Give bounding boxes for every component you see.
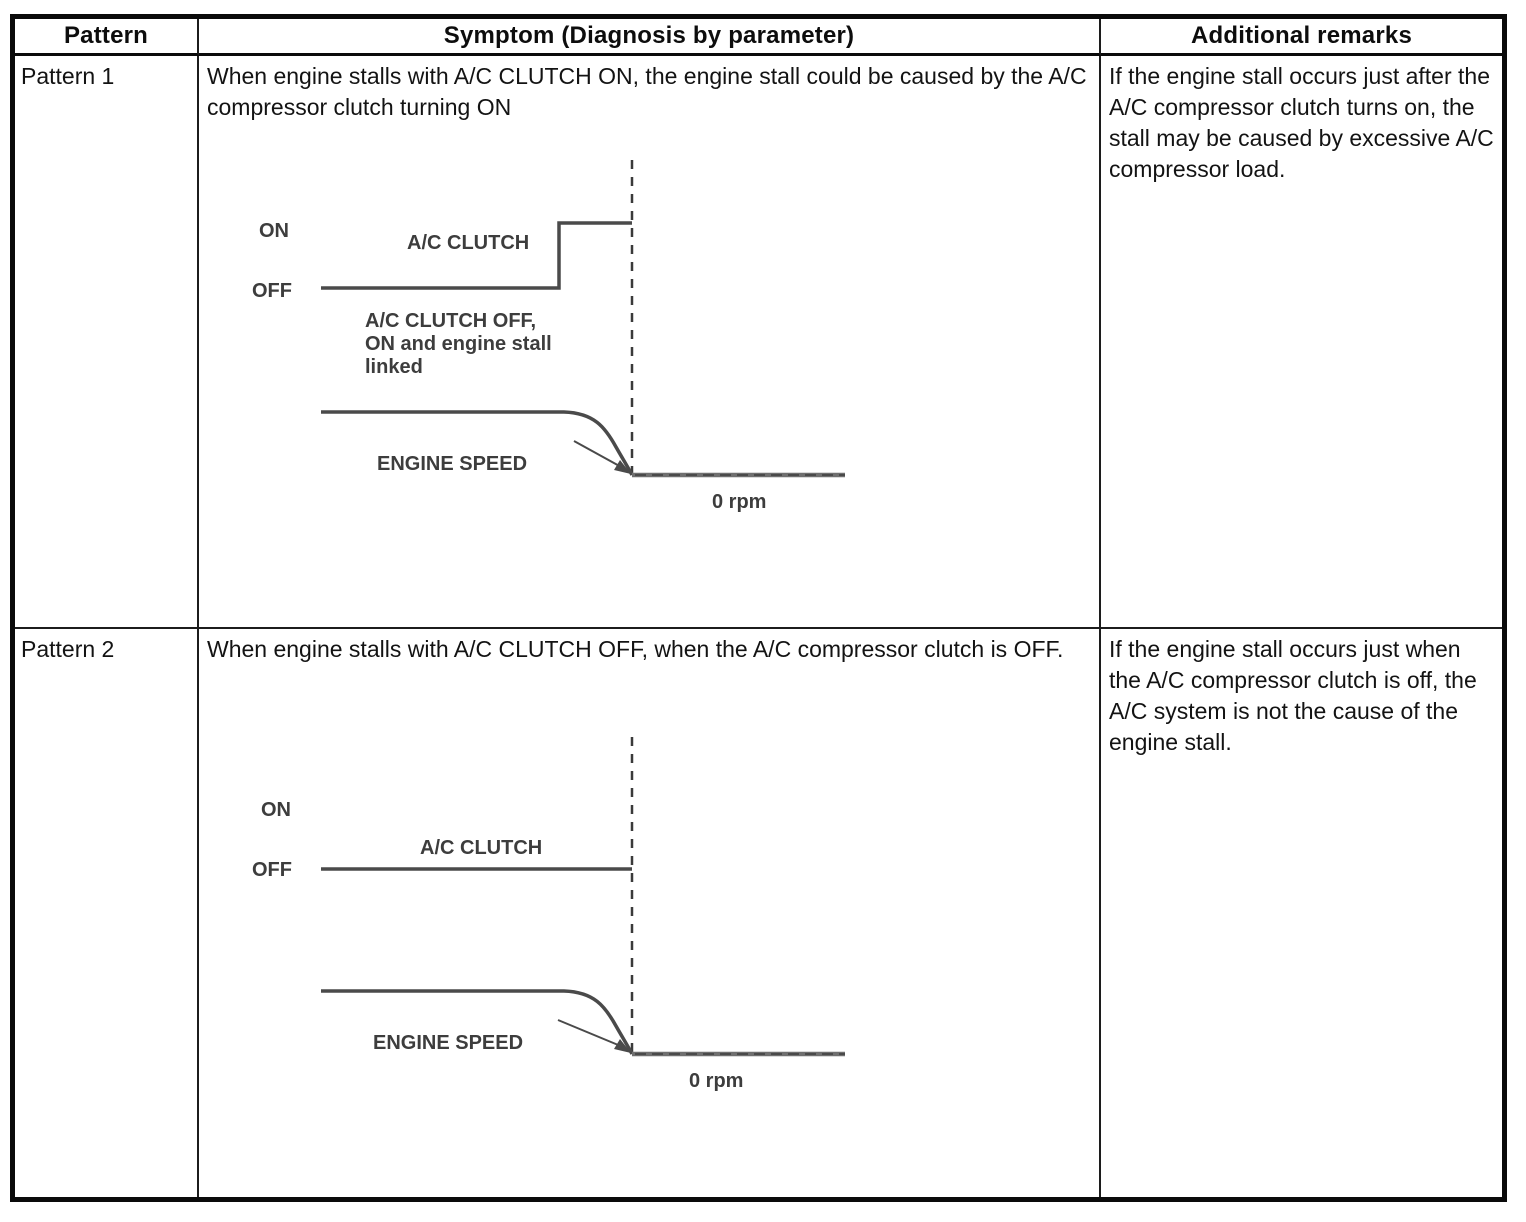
zero-rpm-label: 0 rpm: [689, 1070, 743, 1092]
table-row-2-pattern: Pattern 2: [15, 629, 199, 1197]
off-label: OFF: [252, 280, 292, 302]
clutch-note-line3: linked: [365, 356, 423, 378]
on-label: ON: [259, 220, 289, 242]
header-pattern: Pattern: [15, 19, 199, 56]
table-row-1-remarks: If the engine stall occurs just after th…: [1101, 56, 1502, 629]
table-row-1-pattern: Pattern 1: [15, 56, 199, 629]
table-row-2-symptom: When engine stalls with A/C CLUTCH OFF, …: [199, 629, 1101, 1197]
pattern-2-label: Pattern 2: [21, 636, 115, 662]
engine-speed-trace: [321, 410, 634, 476]
engine-speed-trace: [321, 989, 634, 1055]
header-remarks-label: Additional remarks: [1191, 22, 1412, 49]
diagnosis-table: Pattern Symptom (Diagnosis by parameter)…: [10, 14, 1507, 1202]
stall-arrow-head: [614, 1039, 631, 1053]
symptom-2-text: When engine stalls with A/C CLUTCH OFF, …: [207, 636, 1064, 662]
header-remarks: Additional remarks: [1101, 19, 1502, 56]
ac-clutch-label: A/C CLUTCH: [407, 232, 529, 254]
stall-arrow-shaft: [557, 1019, 624, 1048]
clutch-note-line2: ON and engine stall: [365, 333, 552, 355]
remarks-1-text: If the engine stall occurs just after th…: [1109, 63, 1494, 182]
engine-speed-label: ENGINE SPEED: [373, 1032, 523, 1054]
stall-arrow-shaft: [573, 440, 624, 469]
zero-rpm-label: 0 rpm: [712, 491, 766, 513]
stall-arrow-head: [614, 460, 631, 474]
header-symptom-label: Symptom (Diagnosis by parameter): [443, 22, 855, 49]
header-symptom: Symptom (Diagnosis by parameter): [199, 19, 1101, 56]
pattern-1-label: Pattern 1: [21, 63, 115, 89]
table-row-2-remarks: If the engine stall occurs just when the…: [1101, 629, 1502, 1197]
off-label: OFF: [252, 859, 292, 881]
ac-clutch-label: A/C CLUTCH: [420, 837, 542, 859]
header-pattern-label: Pattern: [63, 22, 149, 49]
ac-clutch-trace: [321, 221, 632, 290]
table-row-1-symptom: When engine stalls with A/C CLUTCH ON, t…: [199, 56, 1101, 629]
clutch-note-line1: A/C CLUTCH OFF,: [365, 310, 536, 332]
engine-speed-label: ENGINE SPEED: [377, 453, 527, 475]
pattern-1-timing-diagram: ON OFF A/C CLUTCH A/C CLUTCH OFF, ON and…: [252, 160, 845, 513]
symptom-1-text: When engine stalls with A/C CLUTCH ON, t…: [207, 63, 1087, 120]
pattern-2-timing-diagram: ON OFF A/C CLUTCH ENGINE SPEED 0 rpm: [252, 737, 845, 1092]
on-label: ON: [261, 799, 291, 821]
remarks-2-text: If the engine stall occurs just when the…: [1109, 636, 1477, 755]
